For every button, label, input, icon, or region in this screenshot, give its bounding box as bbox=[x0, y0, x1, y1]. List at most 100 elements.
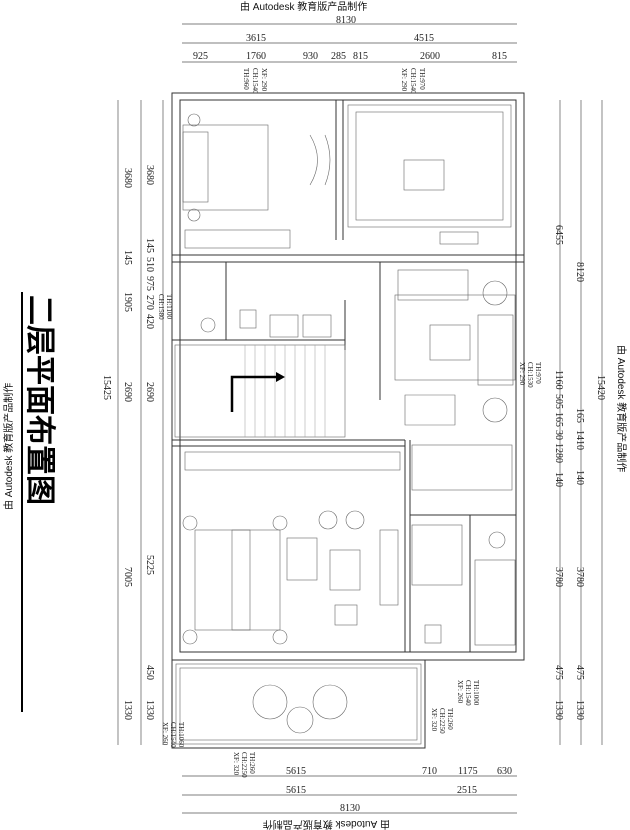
dim-text: 270 bbox=[144, 295, 155, 310]
dim-text: 5615 bbox=[286, 785, 306, 796]
watermark-right: 由 Autodesk 教育版产品制作 bbox=[615, 345, 628, 472]
wardrobe bbox=[184, 451, 401, 471]
sofa-right bbox=[477, 314, 514, 386]
annotation: TH:970 bbox=[534, 362, 542, 384]
dim-text: 420 bbox=[144, 314, 155, 329]
annotation: XF: 290 bbox=[518, 362, 526, 386]
annotation: TH:1100 bbox=[165, 294, 173, 320]
dim-text: 1410 bbox=[574, 430, 585, 450]
dim-text: 815 bbox=[353, 51, 368, 62]
coffee-table bbox=[429, 324, 471, 361]
armchair bbox=[404, 394, 456, 426]
annotation: CH:1530 bbox=[526, 362, 534, 388]
dim-text: 140 bbox=[553, 472, 564, 487]
dim-text: 505 bbox=[553, 394, 564, 409]
desk bbox=[439, 231, 479, 245]
dim-text: 2690 bbox=[144, 382, 155, 402]
dim-text: 3680 bbox=[122, 168, 133, 188]
dim-text: 3780 bbox=[574, 567, 585, 587]
dim-text: 5615 bbox=[286, 766, 306, 777]
ottoman bbox=[403, 159, 445, 191]
utility-area bbox=[200, 309, 332, 338]
annotation: CH:1540 bbox=[251, 68, 259, 94]
dim-text: 1280 bbox=[553, 443, 564, 463]
dim-text: 710 bbox=[422, 766, 437, 777]
annotation: CH:2250 bbox=[438, 708, 446, 734]
dim-text: 510 bbox=[144, 257, 155, 272]
bathrooms bbox=[411, 444, 516, 646]
dim-text: 925 bbox=[193, 51, 208, 62]
dim-text: 815 bbox=[492, 51, 507, 62]
sofa-top bbox=[397, 269, 469, 301]
annotation: CH:1540 bbox=[464, 680, 472, 706]
dim-text: 3780 bbox=[553, 567, 564, 587]
dim-total-bottom: 8130 bbox=[340, 803, 360, 814]
dim-text: 165 bbox=[574, 408, 585, 423]
dim-text: 145 bbox=[144, 238, 155, 253]
dim-text: 1330 bbox=[144, 700, 155, 720]
dim-text: 165 bbox=[553, 412, 564, 427]
dim-text: 1905 bbox=[122, 292, 133, 312]
toilet bbox=[424, 624, 442, 644]
closet-room bbox=[347, 104, 512, 245]
annotation: XF: 260 bbox=[161, 722, 169, 746]
watermark-bottom: 由 Autodesk 教育版产品制作 bbox=[263, 818, 390, 830]
annotation: XF: 320 bbox=[232, 752, 240, 776]
dim-text: 2690 bbox=[122, 382, 133, 402]
annotation: CH:1540 bbox=[169, 722, 177, 748]
dim-text: 1760 bbox=[246, 51, 266, 62]
dim-text: 930 bbox=[303, 51, 318, 62]
annotation: TH:1000 bbox=[472, 680, 480, 706]
drawing-title: 二层平面布置图 bbox=[22, 295, 57, 505]
dim-text: 285 bbox=[331, 51, 346, 62]
annotation: CH:1540 bbox=[409, 68, 417, 94]
closet bbox=[411, 444, 513, 491]
dim-text: 3615 bbox=[246, 33, 266, 44]
bed bbox=[182, 124, 269, 211]
annotation: TH:260 bbox=[248, 752, 256, 774]
dim-text: 975 bbox=[144, 276, 155, 291]
bathtub bbox=[474, 559, 516, 646]
right-dimensions: 15420 8120 165 1410 140 3780 475 1330 64… bbox=[553, 100, 606, 745]
bedroom-top bbox=[182, 113, 331, 249]
dim-total-top: 8130 bbox=[336, 15, 356, 26]
annotation: XF: 290 bbox=[400, 68, 408, 92]
dim-text: 1160 bbox=[553, 370, 564, 390]
dim-text: 2600 bbox=[420, 51, 440, 62]
balcony bbox=[171, 659, 426, 749]
dim-text: 475 bbox=[553, 665, 564, 680]
dim-text: 30 bbox=[553, 430, 564, 440]
annotation: TH:960 bbox=[242, 68, 250, 90]
stair-arrow bbox=[230, 375, 278, 412]
top-dimensions: 8130 3615 4515 925 1760 930 285 815 2600… bbox=[182, 15, 517, 63]
dim-text: 5225 bbox=[144, 555, 155, 575]
dim-text: 1330 bbox=[574, 700, 585, 720]
dim-text: 1330 bbox=[122, 700, 133, 720]
dim-text: 4515 bbox=[414, 33, 434, 44]
dim-text: 145 bbox=[122, 250, 133, 265]
dim-text: 2515 bbox=[457, 785, 477, 796]
window-annotations: TH:960 CH:1540 XF: 290 TH:970 CH:1540 XF… bbox=[157, 68, 542, 778]
wardrobe bbox=[184, 229, 291, 249]
dim-text: 140 bbox=[574, 470, 585, 485]
staircase bbox=[174, 344, 346, 438]
dim-text: 630 bbox=[497, 766, 512, 777]
living-room bbox=[394, 269, 516, 426]
dim-text: 1330 bbox=[553, 700, 564, 720]
dim-text: 475 bbox=[574, 665, 585, 680]
annotation: XF: 320 bbox=[430, 708, 438, 732]
dim-text: 1175 bbox=[458, 766, 478, 777]
dim-text: 8120 bbox=[574, 262, 585, 282]
left-dimensions: 15425 3680 145 1905 2690 7005 1330 3680 … bbox=[101, 100, 164, 745]
annotation: XF: 260 bbox=[456, 680, 464, 704]
dim-text: 450 bbox=[144, 665, 155, 680]
annotation: CH:2250 bbox=[240, 752, 248, 778]
annotation: XF: 290 bbox=[260, 68, 268, 92]
annotation: TH:1060 bbox=[177, 722, 185, 748]
dim-total-left: 15425 bbox=[101, 375, 112, 400]
dim-total-right: 15420 bbox=[595, 375, 606, 400]
bedroom-bottom bbox=[182, 451, 401, 645]
bed bbox=[194, 529, 281, 631]
watermark-top: 由 Autodesk 教育版产品制作 bbox=[240, 0, 367, 13]
